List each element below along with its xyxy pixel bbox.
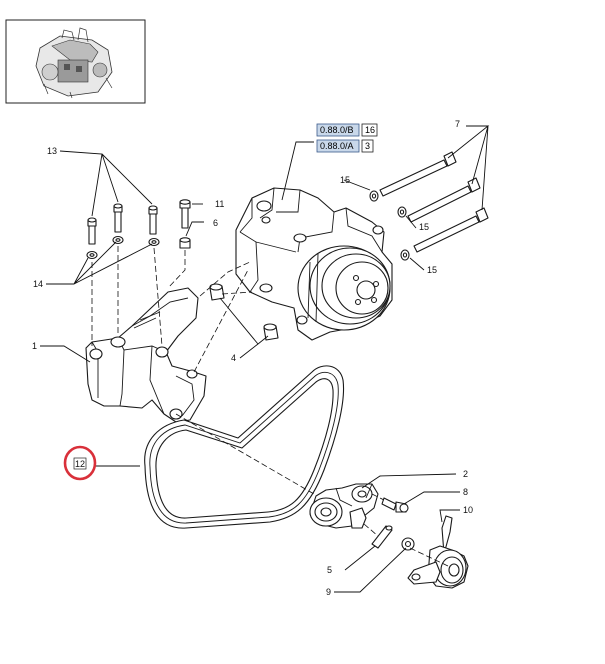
callout-5[interactable]: 5 <box>327 565 332 575</box>
callout-14[interactable]: 14 <box>33 279 43 289</box>
ref-box-2[interactable]: 0.88.0/A 3 <box>316 139 374 153</box>
callout-15-a[interactable]: 15 <box>340 175 350 185</box>
callout-10[interactable]: 10 <box>463 505 473 515</box>
bolts-13[interactable] <box>87 203 158 245</box>
belt-tensioner-2[interactable] <box>309 483 379 529</box>
ac-compressor[interactable] <box>235 187 393 341</box>
callout-12-highlighted[interactable]: 12 <box>63 445 97 481</box>
callout-12: 12 <box>75 459 85 469</box>
bracket-part-1[interactable] <box>85 287 207 423</box>
washers-15[interactable] <box>369 190 410 261</box>
long-bolts-7[interactable] <box>379 151 489 253</box>
nut-9[interactable] <box>401 537 415 551</box>
callout-15-b[interactable]: 15 <box>419 222 429 232</box>
leader-lines <box>40 125 490 593</box>
ref-qty-2: 3 <box>365 141 370 151</box>
callout-6[interactable]: 6 <box>213 218 218 228</box>
callout-9[interactable]: 9 <box>326 587 331 597</box>
idler-pulley-10[interactable] <box>407 515 469 589</box>
ref-code-2: 0.88.0/A <box>320 141 354 151</box>
ref-code-1: 0.88.0/B <box>320 125 354 135</box>
callout-15-c[interactable]: 15 <box>427 265 437 275</box>
callout-4[interactable]: 4 <box>231 353 236 363</box>
washers-14[interactable] <box>86 235 160 260</box>
callout-11[interactable]: 11 <box>215 199 224 209</box>
engine-thumbnail[interactable] <box>5 19 146 104</box>
callout-1[interactable]: 1 <box>32 341 37 351</box>
callout-labels: 1 2 4 5 6 7 8 9 10 11 13 14 15 15 15 <box>32 119 473 597</box>
callout-8[interactable]: 8 <box>463 487 468 497</box>
drive-belt-12[interactable] <box>144 365 345 529</box>
bolt-11[interactable] <box>179 199 191 229</box>
pin-5[interactable] <box>371 525 393 549</box>
callout-7[interactable]: 7 <box>455 119 460 129</box>
ref-qty-1: 16 <box>365 125 375 135</box>
ref-box-1[interactable]: 0.88.0/B 16 <box>316 123 378 137</box>
callout-2[interactable]: 2 <box>463 469 468 479</box>
engine-thumbnail-icon <box>35 27 113 99</box>
callout-13[interactable]: 13 <box>47 146 57 156</box>
spacer-6[interactable] <box>179 237 191 249</box>
bolt-8[interactable] <box>381 497 409 513</box>
